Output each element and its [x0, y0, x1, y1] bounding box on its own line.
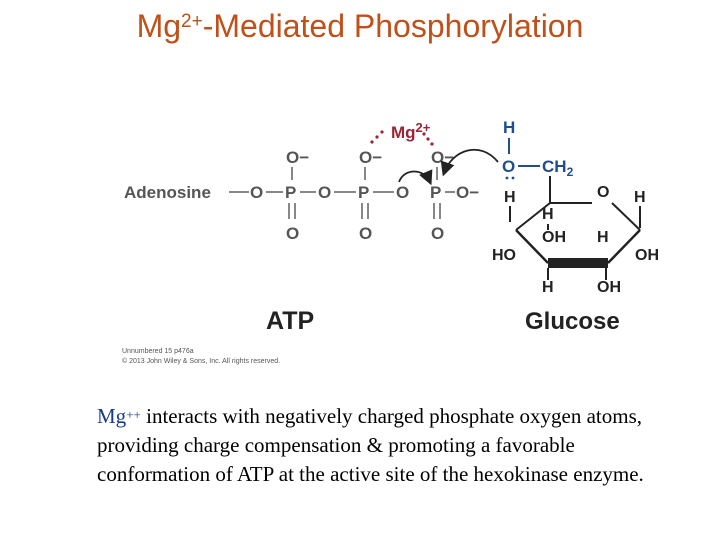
- mg-charge: 2+: [416, 120, 431, 135]
- page-title: Mg2+-Mediated Phosphorylation: [0, 6, 720, 46]
- atom-o-minus-2: O−: [359, 148, 382, 167]
- atom-o-double-1: O: [286, 224, 299, 243]
- title-mg: Mg: [136, 8, 182, 44]
- atom-o-bridge-2: O: [318, 183, 331, 202]
- ch2-subscript: 2: [567, 165, 574, 179]
- c4-h: H: [542, 206, 554, 223]
- atom-o-minus-1: O−: [286, 148, 309, 167]
- c4-ho: HO: [492, 247, 516, 264]
- ring-c1-c2: [607, 229, 641, 264]
- c3-h-bottom: H: [542, 279, 554, 296]
- atom-p-2: P: [358, 183, 369, 202]
- ring-c3-c4: [515, 229, 549, 264]
- ch2-group: CH2: [542, 157, 574, 179]
- atp-label: ATP: [266, 307, 314, 335]
- atom-o-bridge-1: O: [250, 183, 263, 202]
- atom-p-1: P: [285, 183, 296, 202]
- lone-pair-dot: [505, 176, 509, 180]
- c1-h: H: [634, 189, 646, 206]
- arrow-hydroxyl-to-p3: [440, 148, 499, 177]
- credit-line-2: © 2013 John Wiley & Sons, Inc. All right…: [122, 357, 280, 365]
- atom-o-double-2: O: [359, 224, 372, 243]
- mg-dot: [422, 132, 426, 136]
- c1-oh: OH: [635, 247, 659, 264]
- atom-o-bridge-3: O: [396, 183, 409, 202]
- title-charge: 2+: [181, 11, 203, 32]
- c2-h: H: [597, 229, 609, 246]
- mg-dot: [430, 142, 434, 146]
- hydroxyl-h: H: [503, 118, 515, 137]
- atom-o-minus-gamma: O−: [456, 183, 479, 202]
- mg-ion: Mg2+: [391, 120, 431, 142]
- atom-p-3: P: [430, 183, 441, 202]
- c2-oh-bottom: OH: [597, 279, 621, 296]
- c5-h-left: H: [504, 189, 516, 206]
- phosphorylation-diagram: Adenosine O P O P O P O− O− O− O− O O O: [122, 118, 659, 365]
- mg-dot: [380, 130, 384, 134]
- ring-c4-c5: [515, 202, 551, 231]
- lone-pair-dot: [511, 176, 515, 180]
- ring-oxygen: O: [597, 184, 609, 201]
- mg-dot: [370, 140, 374, 144]
- atom-o-double-3: O: [431, 224, 444, 243]
- adenosine-label: Adenosine: [124, 183, 211, 202]
- ch2-text: CH: [542, 157, 567, 176]
- ring-front-bond: [548, 258, 608, 268]
- mg-symbol: Mg: [391, 123, 416, 142]
- caption-mg: Mg: [97, 404, 127, 428]
- mg-dot: [426, 137, 430, 141]
- c3-oh: OH: [542, 229, 566, 246]
- ring-o-c1: [611, 202, 641, 231]
- glucose-label: Glucose: [525, 308, 620, 335]
- caption-body: interacts with negatively charged phosph…: [97, 404, 644, 486]
- credit-line-1: Unnumbered 15 p476a: [122, 348, 194, 355]
- mg-dot: [375, 135, 379, 139]
- caption-charge: ++: [126, 407, 141, 422]
- title-rest: -Mediated Phosphorylation: [202, 8, 584, 44]
- atom-o-minus-3: O−: [431, 148, 454, 167]
- hydroxyl-o: O: [502, 157, 515, 176]
- arrow-bridge-to-p3: [398, 169, 433, 186]
- caption-text: Mg++ interacts with negatively charged p…: [97, 402, 667, 489]
